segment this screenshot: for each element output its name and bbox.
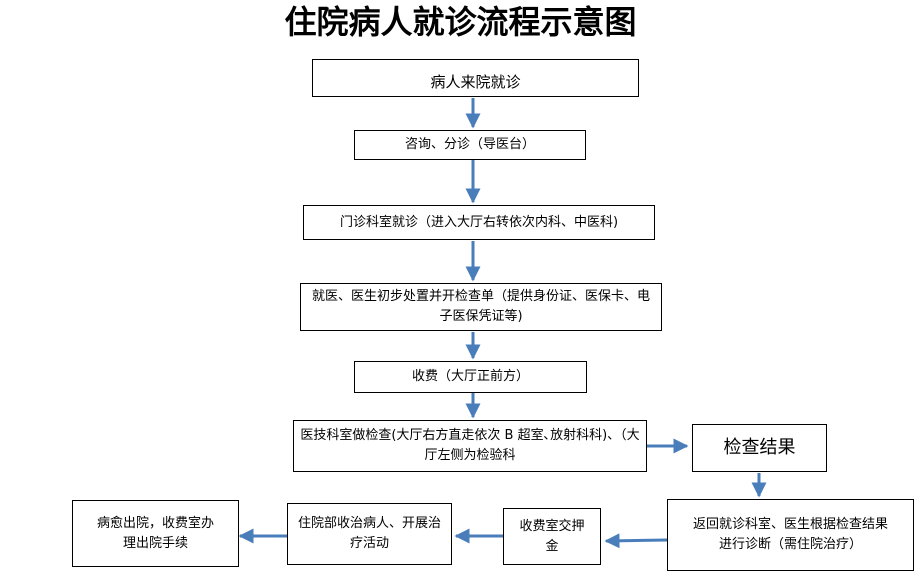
step-arrive-label: 病人来院就诊 bbox=[430, 73, 521, 91]
step-return: 返回就诊科室、医生根据检查结果进行诊断（需住院治疗） bbox=[667, 499, 914, 571]
step-exam-label: 医技科室做检查(大厅右方直走依次 B 超室､放射科科)、（大厅左侧为检验科 bbox=[300, 428, 640, 463]
page-title: 住院病人就诊流程示意图 bbox=[284, 3, 637, 41]
step-pay: 收费（大厅正前方） bbox=[354, 361, 587, 393]
step-clinic-label: 门诊科室就诊（进入大厅右转依次内科、中医科) bbox=[339, 214, 619, 230]
step-arrive: 病人来院就诊 bbox=[312, 59, 639, 97]
step-admit: 住院部收治病人、开展治疗活动 bbox=[287, 503, 452, 565]
step-clinic: 门诊科室就诊（进入大厅右转依次内科、中医科) bbox=[303, 205, 655, 240]
step-discharge: 病愈出院，收费室办理出院手续 bbox=[72, 500, 239, 567]
step-doctor: 就医、医生初步处置并开检查单（提供身份证、医保卡、电子医保凭证等) bbox=[300, 283, 662, 331]
step-result: 检查结果 bbox=[692, 424, 827, 472]
step-consult-label: 咨询、分诊（导医台） bbox=[404, 137, 535, 152]
step-exam: 医技科室做检查(大厅右方直走依次 B 超室､放射科科)、（大厅左侧为检验科 bbox=[293, 420, 647, 472]
step-return-label: 返回就诊科室、医生根据检查结果进行诊断（需住院治疗） bbox=[692, 517, 888, 552]
step-result-label: 检查结果 bbox=[723, 437, 796, 458]
step-admit-label: 住院部收治病人、开展治疗活动 bbox=[298, 516, 442, 551]
step-doctor-label: 就医、医生初步处置并开检查单（提供身份证、医保卡、电子医保凭证等) bbox=[311, 289, 650, 324]
step-deposit-label: 收费室交押金 bbox=[519, 518, 585, 554]
step-discharge-label: 病愈出院，收费室办理出院手续 bbox=[96, 515, 214, 551]
step-pay-label: 收费（大厅正前方） bbox=[411, 369, 529, 384]
step-deposit: 收费室交押金 bbox=[503, 508, 601, 565]
arrow-return-to-deposit bbox=[604, 533, 668, 549]
step-consult: 咨询、分诊（导医台） bbox=[354, 130, 586, 160]
